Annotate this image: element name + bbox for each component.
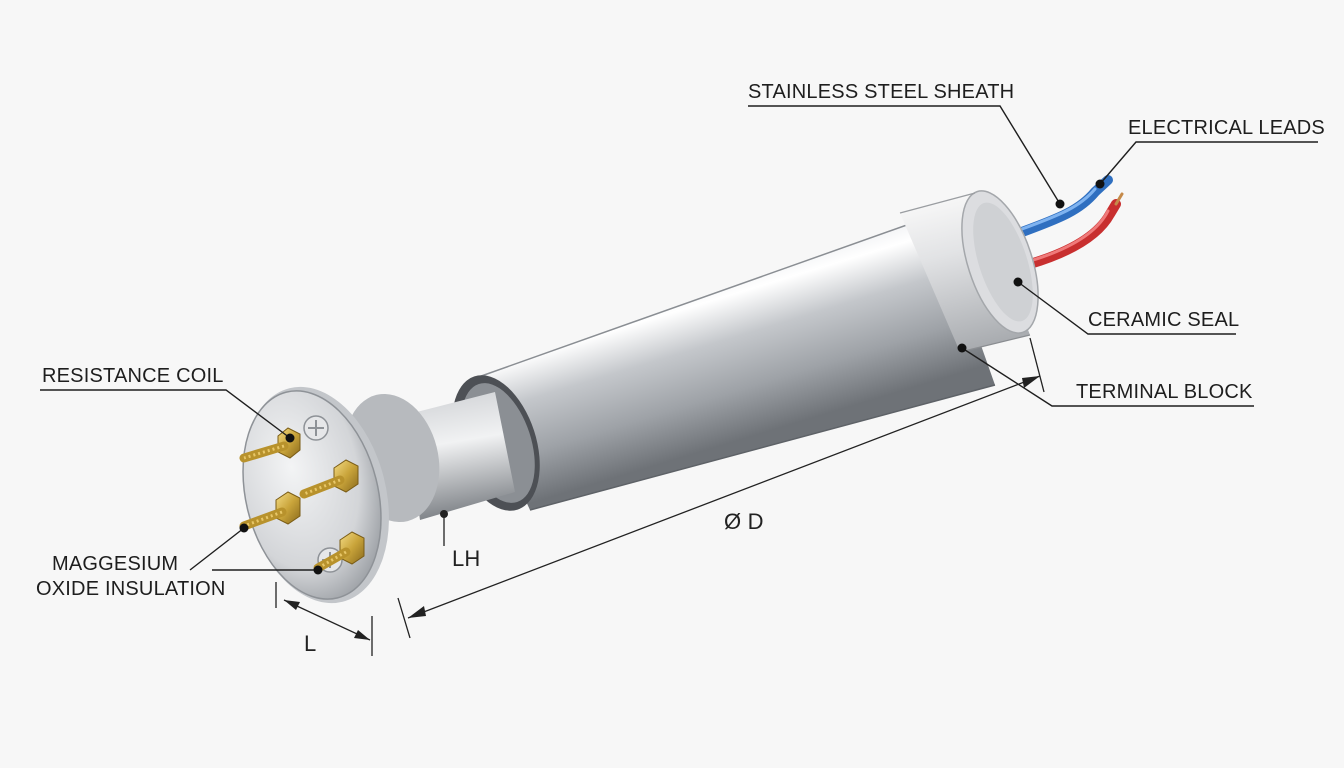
label-electrical-leads: ELECTRICAL LEADS xyxy=(1128,117,1325,139)
leader-dots xyxy=(239,179,1105,575)
dimension-length: L xyxy=(304,631,317,656)
label-terminal-block: TERMINAL BLOCK xyxy=(1076,381,1253,403)
ceramic-seal xyxy=(899,190,1039,353)
dimension-lh: LH xyxy=(452,546,481,571)
label-resistance-coil: RESISTANCE COIL xyxy=(42,365,224,387)
red-lead xyxy=(1025,199,1121,269)
dimension-diameter: Ø D xyxy=(724,509,764,534)
dimension-lines xyxy=(275,337,1045,656)
stainless-steel-sheath xyxy=(469,214,996,511)
terminal-flange xyxy=(242,386,440,604)
label-stainless-steel-sheath: STAINLESS STEEL SHEATH xyxy=(748,81,1015,103)
label-insulation-line2: OXIDE INSULATION xyxy=(36,578,226,600)
blue-lead xyxy=(1017,175,1113,237)
dimension-arrows xyxy=(284,376,1040,640)
label-ceramic-seal: CERAMIC SEAL xyxy=(1088,309,1240,331)
leader-lines xyxy=(40,105,1318,571)
label-insulation-line1: MAGGESIUM xyxy=(52,553,179,575)
brass-terminals xyxy=(239,427,365,573)
